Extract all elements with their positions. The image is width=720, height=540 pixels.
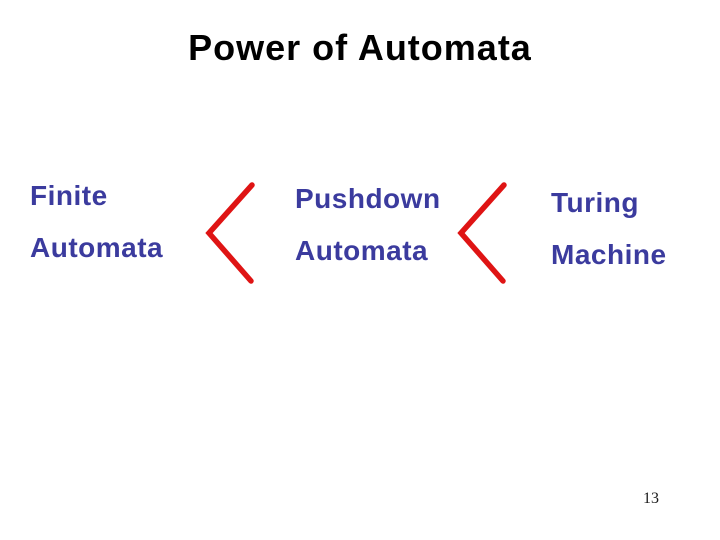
slide-title: Power of Automata bbox=[188, 27, 532, 68]
page-number: 13 bbox=[643, 490, 659, 507]
stage-turing-machine: Turing Machine bbox=[551, 188, 667, 292]
stage-pushdown-line1: Pushdown bbox=[295, 183, 441, 214]
less-than-icon bbox=[200, 177, 262, 289]
stage-pushdown-line2: Automata bbox=[295, 235, 429, 266]
stage-finite-line1: Finite bbox=[30, 180, 108, 211]
stage-turing-line2: Machine bbox=[551, 239, 667, 270]
stage-pushdown-automata: Pushdown Automata bbox=[295, 184, 441, 288]
stage-turing-line1: Turing bbox=[551, 187, 640, 218]
less-than-icon bbox=[452, 177, 514, 289]
stage-finite-line2: Automata bbox=[30, 232, 164, 263]
stage-finite-automata: Finite Automata bbox=[30, 181, 163, 285]
